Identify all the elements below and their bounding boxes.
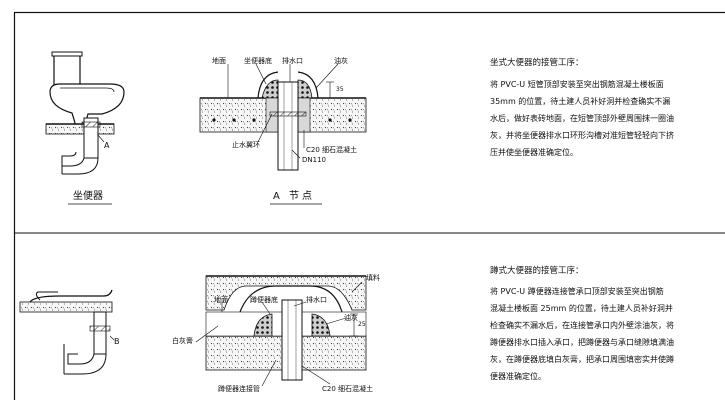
sheet-border bbox=[13, 11, 725, 400]
label-concrete-b: C20 细石混凝土 bbox=[322, 385, 374, 393]
text-line: 蹲便器排水口插入承口，把蹲便器与承口缝隙填满油 bbox=[490, 338, 674, 347]
sitting-toilet-title: 坐式大便器的接管工序： bbox=[490, 58, 584, 68]
node-a-detail bbox=[199, 63, 367, 171]
label-water-ring: 止水翼环 bbox=[232, 141, 260, 149]
marker-b: B bbox=[114, 337, 120, 346]
node-a-caption: A 节点 bbox=[273, 191, 316, 202]
label-putty-b: 油灰 bbox=[344, 314, 358, 322]
label-squat-base: 蹲便器底 bbox=[250, 296, 278, 304]
label-socket-pipe: 蹲便器连接管 bbox=[218, 385, 260, 393]
label-floor: 地面 bbox=[212, 57, 226, 65]
label-white-ash: 白灰膏 bbox=[172, 337, 193, 345]
node-b-detail bbox=[195, 275, 367, 387]
text-line: 检查确实不漏水后，在连接管承口内外壁涂油灰，将 bbox=[490, 321, 674, 330]
sitting-toilet-text: 将 PVC-U 短管顶部安装至突出钢筋混凝土楼板面 35mm 的位置，待土建人员… bbox=[490, 76, 674, 161]
toilet-caption: 坐便器 bbox=[73, 191, 103, 202]
label-concrete: C20 细石混凝土 bbox=[306, 146, 358, 154]
label-fill: 填料 bbox=[366, 274, 380, 282]
toilet-illustration bbox=[45, 51, 125, 175]
text-line: 将 PVC-U 蹲便器连接管承口顶部安装至突出钢筋 bbox=[490, 287, 664, 296]
label-dim-25: 25 bbox=[358, 321, 366, 328]
text-line: 混凝土楼板面 25mm 的位置，待土建人员补好洞并 bbox=[490, 304, 673, 313]
text-line: 35mm 的位置，待土建人员补好洞并检查确实不漏 bbox=[490, 97, 671, 106]
label-floor-b: 地面 bbox=[214, 296, 228, 304]
text-line: 将 PVC-U 短管顶部安装至突出钢筋混凝土楼板面 bbox=[490, 80, 664, 89]
text-line: 压并使坐便器准确定位。 bbox=[490, 148, 578, 157]
squat-toilet-illustration bbox=[19, 289, 115, 375]
text-line: 便器准确定位。 bbox=[490, 372, 546, 381]
text-line: 水后，做好表砖地面，在短管顶部外壁周围抹一圈油 bbox=[490, 114, 674, 123]
text-line: 灰，并将坐便器排水口环形沟槽对准短管轻轻向下挤 bbox=[490, 131, 674, 140]
label-putty: 油灰 bbox=[334, 57, 348, 65]
label-drain: 排水口 bbox=[282, 57, 303, 65]
label-dim-35: 35 bbox=[336, 86, 344, 93]
label-pipe-size: DN110 bbox=[302, 156, 326, 164]
label-drain-b: 排水口 bbox=[306, 296, 327, 304]
squat-toilet-text: 将 PVC-U 蹲便器连接管承口顶部安装至突出钢筋 混凝土楼板面 25mm 的位… bbox=[490, 283, 674, 385]
squat-toilet-title: 蹲式大便器的接管工序： bbox=[490, 266, 584, 276]
text-line: 灰，在蹲便器底填白灰膏，把承口周围填密实并使蹲 bbox=[490, 355, 674, 364]
marker-a: A bbox=[104, 141, 110, 150]
label-toilet-base: 坐便器底 bbox=[244, 57, 272, 65]
